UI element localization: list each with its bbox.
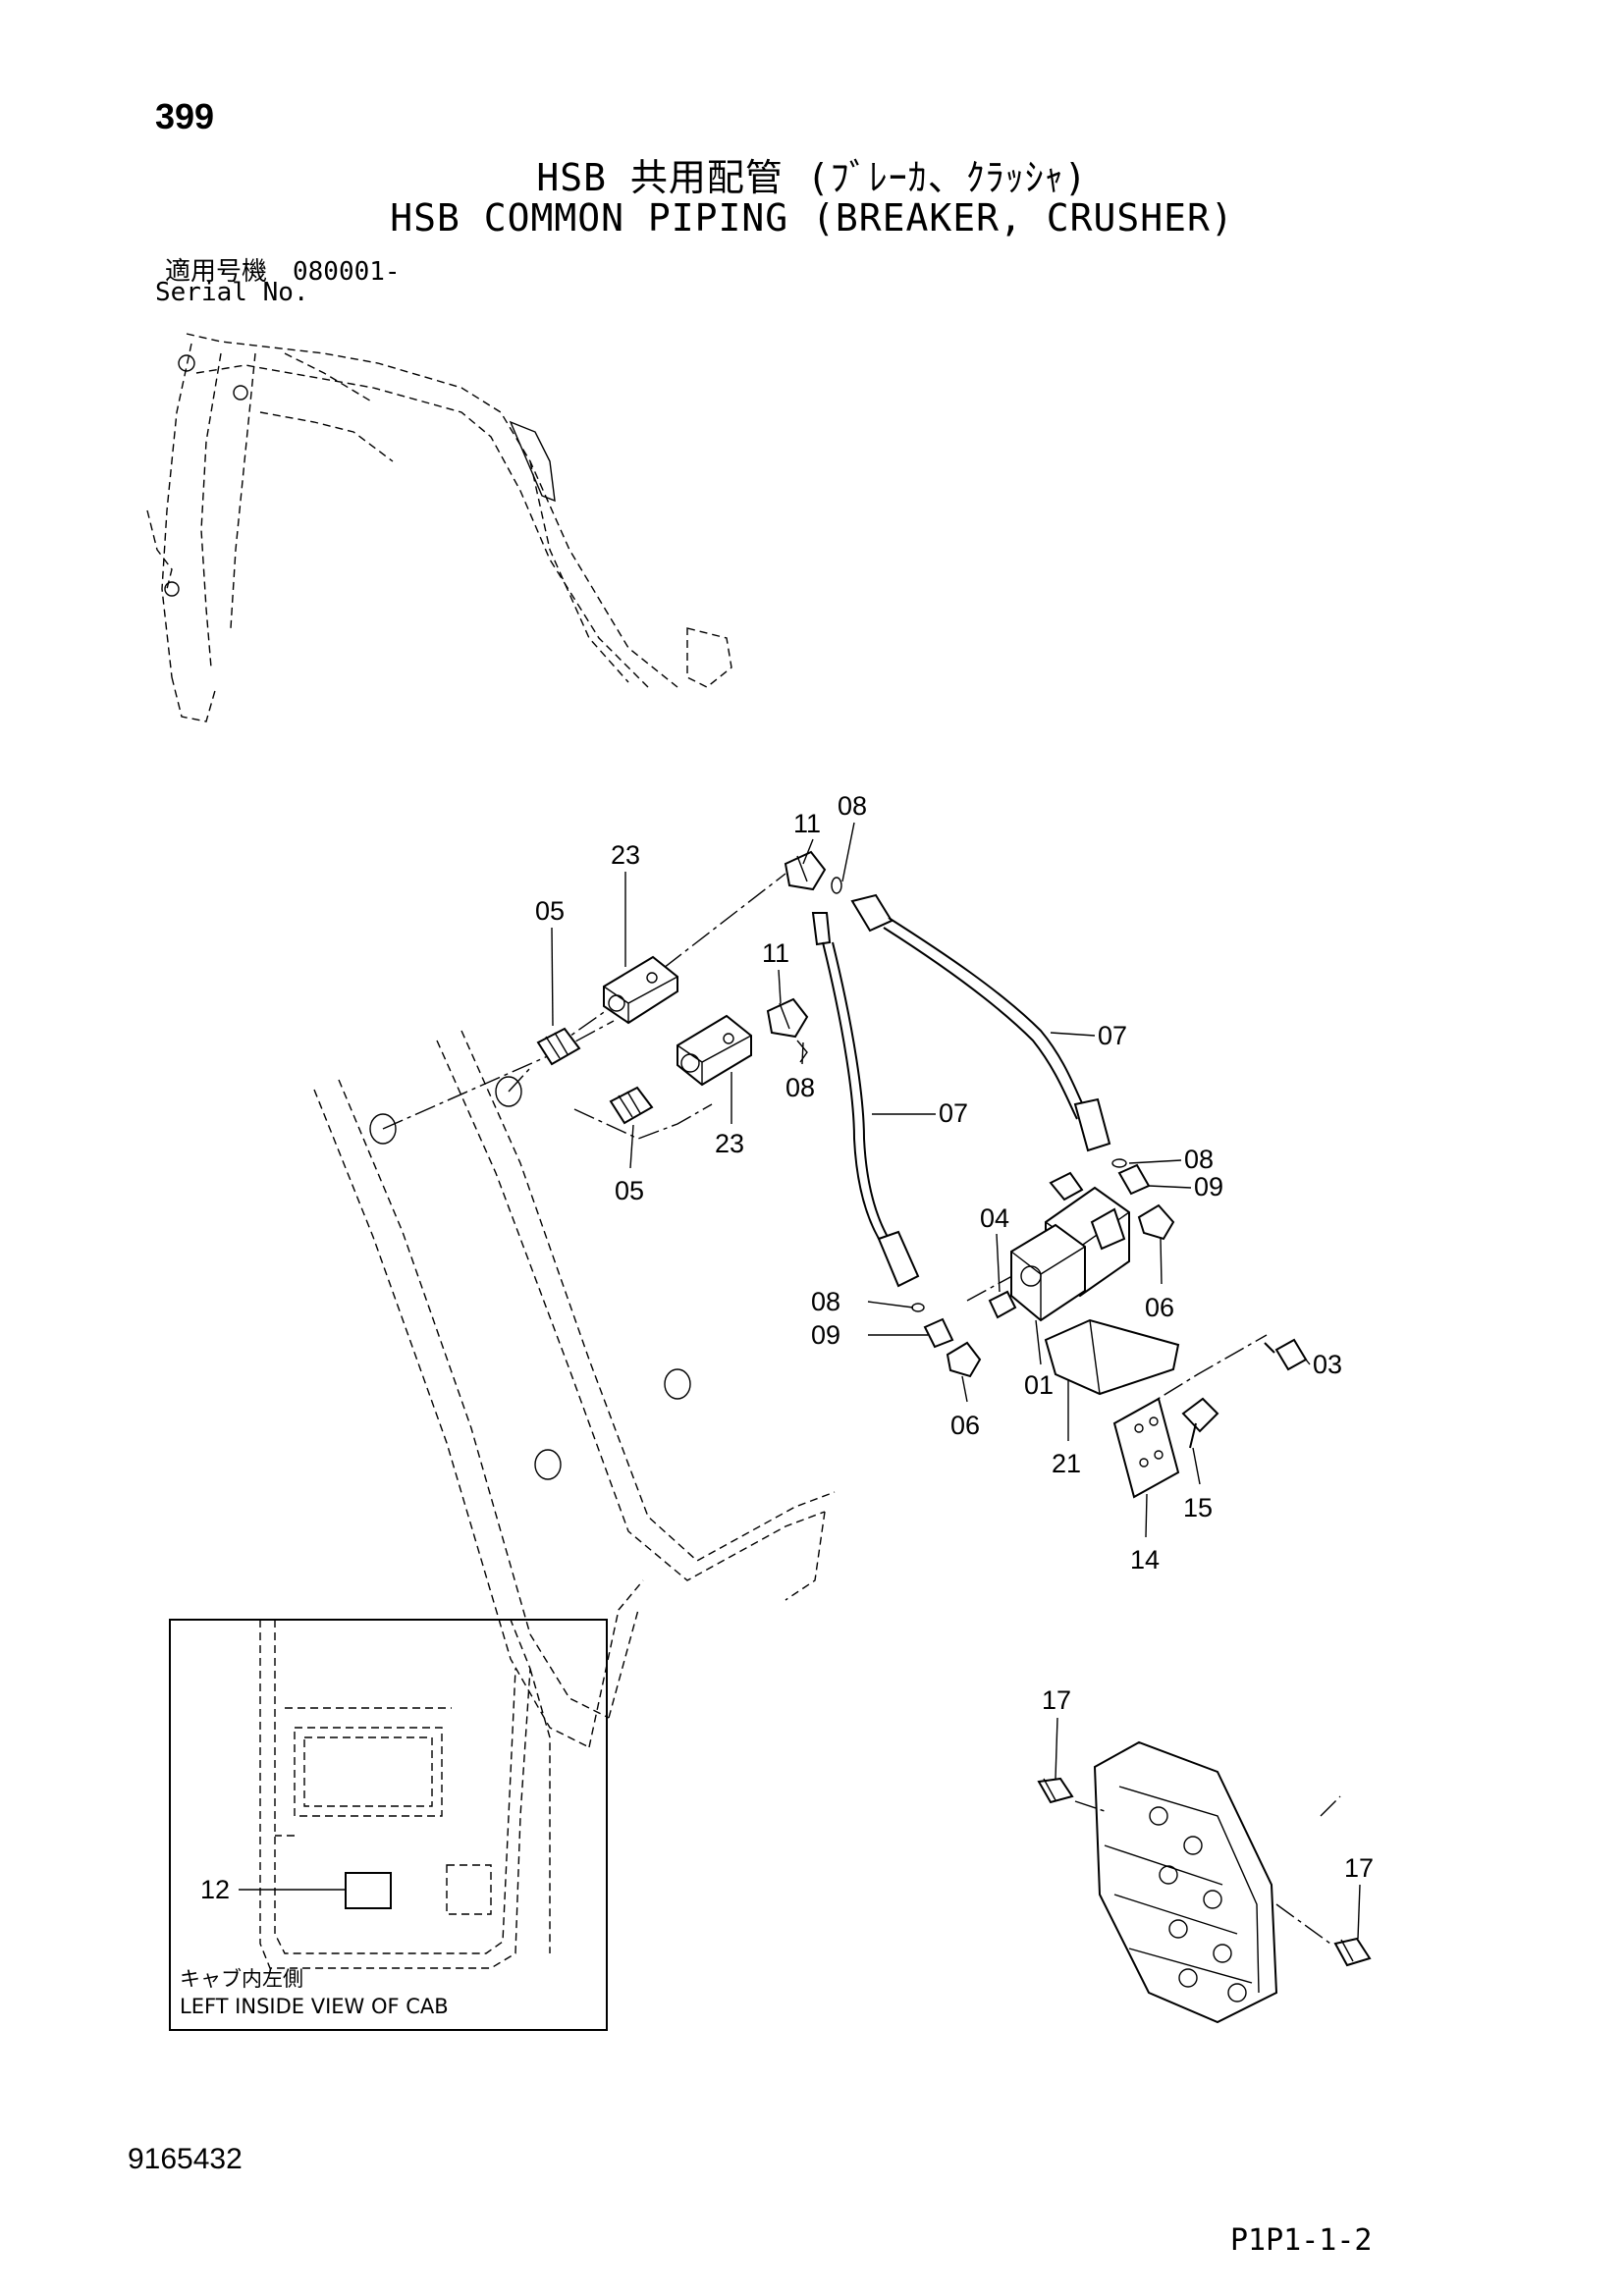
page-code: P1P1-1-2 bbox=[1230, 2223, 1373, 2258]
callout-08-left: 08 bbox=[811, 1287, 840, 1316]
callout-06-right: 06 bbox=[1145, 1293, 1174, 1322]
callout-07-right: 07 bbox=[1098, 1021, 1127, 1050]
bracket-21 bbox=[1044, 1318, 1180, 1396]
callout-08-middle: 08 bbox=[785, 1073, 815, 1102]
elbow-06-right bbox=[1137, 1203, 1175, 1241]
connector-09-right bbox=[1117, 1163, 1151, 1196]
callout-11-middle: 11 bbox=[762, 938, 789, 968]
callout-07-left: 07 bbox=[939, 1098, 968, 1128]
inset-caption-japanese: キャブ内左側 bbox=[180, 1967, 303, 1991]
callout-06-left: 06 bbox=[950, 1411, 980, 1440]
callout-21: 21 bbox=[1052, 1449, 1081, 1478]
callout-09-left: 09 bbox=[811, 1320, 840, 1350]
plug-04 bbox=[988, 1290, 1017, 1319]
page-number: 399 bbox=[155, 96, 215, 136]
o-ring-left bbox=[911, 1303, 925, 1312]
block-23-lower bbox=[677, 1014, 752, 1087]
callout-15: 15 bbox=[1183, 1493, 1213, 1522]
callout-12: 12 bbox=[200, 1875, 230, 1904]
title-japanese: HSB 共用配管 (ﾌﾞﾚｰｶ、ｸﾗｯｼｬ) bbox=[536, 156, 1088, 199]
serial-label-japanese: 適用号機 080001- bbox=[165, 257, 401, 287]
callout-09-right: 09 bbox=[1194, 1172, 1223, 1201]
cab-frame-illustration bbox=[313, 1030, 836, 1748]
leader-lines bbox=[239, 822, 1361, 1940]
control-valve-illustration bbox=[1074, 1740, 1331, 2024]
callout-23-upper: 23 bbox=[611, 840, 640, 870]
connector-09-left bbox=[923, 1317, 954, 1349]
callout-05-lower: 05 bbox=[615, 1176, 644, 1205]
title-english: HSB COMMON PIPING (BREAKER, CRUSHER) bbox=[390, 196, 1234, 240]
block-23-upper bbox=[603, 955, 678, 1025]
callout-08-right: 08 bbox=[1184, 1145, 1214, 1174]
sensor-17-right bbox=[1333, 1937, 1372, 1967]
connector-05-upper bbox=[536, 1027, 581, 1066]
callout-04: 04 bbox=[980, 1203, 1009, 1233]
inset-cab-view bbox=[169, 1619, 608, 2031]
boom-arm-overview-illustration bbox=[146, 333, 732, 722]
elbow-fitting-middle bbox=[766, 997, 809, 1039]
o-ring-right bbox=[1111, 1158, 1127, 1168]
callout-05-upper: 05 bbox=[535, 896, 565, 926]
callout-11-upper: 11 bbox=[793, 809, 821, 838]
callout-14: 14 bbox=[1130, 1545, 1160, 1575]
callout-23-lower: 23 bbox=[715, 1129, 744, 1158]
bolt-15 bbox=[1181, 1397, 1219, 1449]
connector-05-lower bbox=[609, 1086, 654, 1125]
hose-07-left bbox=[811, 912, 920, 1288]
o-ring-upper bbox=[831, 877, 842, 894]
serial-label-english: Serial No. bbox=[155, 278, 309, 307]
label-12 bbox=[345, 1872, 392, 1909]
callout-17-left: 17 bbox=[1042, 1685, 1071, 1715]
elbow-06-left bbox=[946, 1341, 982, 1378]
callout-08-upper: 08 bbox=[838, 791, 867, 821]
sensor-17-left bbox=[1037, 1777, 1074, 1804]
plate-14 bbox=[1112, 1397, 1180, 1499]
callout-17-right: 17 bbox=[1344, 1853, 1374, 1883]
document-number: 9165432 bbox=[128, 2143, 243, 2175]
hose-07-right bbox=[850, 893, 1111, 1152]
connection-lines bbox=[382, 873, 1341, 1817]
valve-01-assembly bbox=[1010, 1171, 1130, 1322]
bolt-03 bbox=[1264, 1338, 1308, 1371]
callout-03: 03 bbox=[1313, 1350, 1342, 1379]
inset-caption-english: LEFT INSIDE VIEW OF CAB bbox=[180, 1995, 449, 2018]
callout-01: 01 bbox=[1024, 1370, 1054, 1400]
